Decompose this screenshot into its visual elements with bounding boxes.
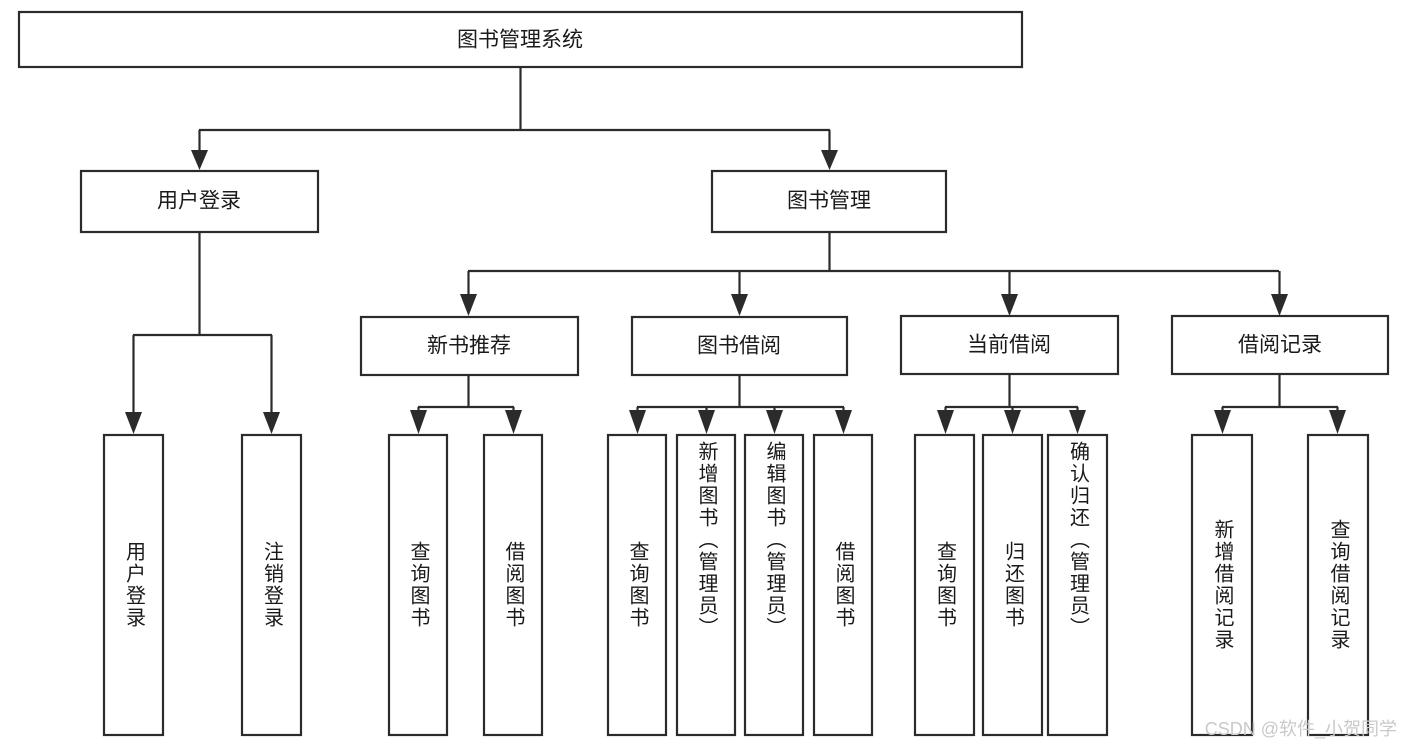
arrowhead-cb-child-0 <box>937 410 954 434</box>
leaf-box-new-book-0[interactable] <box>387 433 449 737</box>
node-book-mgmt-label: 图书管理 <box>787 190 871 213</box>
arrowhead-nb-child-0 <box>410 410 427 434</box>
connector-group-book-mgmt <box>460 232 1288 316</box>
leaf-box-book-borrow-2[interactable] <box>743 433 805 737</box>
connector-group-borrow-record <box>1214 374 1346 434</box>
leaf-box-book-borrow-1[interactable] <box>675 433 737 737</box>
connector-group-user-login <box>125 232 280 434</box>
leaf-box-current-borrow-0[interactable] <box>913 433 976 737</box>
arrowhead-user-login <box>191 150 208 170</box>
node-borrow-record-label: 借阅记录 <box>1238 334 1322 357</box>
leaf-box-borrow-record-1[interactable] <box>1306 433 1370 737</box>
node-user-login-label: 用户登录 <box>157 190 241 213</box>
node-new-book-label: 新书推荐 <box>427 335 511 358</box>
arrowhead-bm-child-1 <box>731 294 748 316</box>
leaf-box-current-borrow-1[interactable] <box>981 433 1044 737</box>
arrowhead-cb-child-1 <box>1004 410 1021 434</box>
connector-group-new-book <box>410 375 522 434</box>
node-current-borrow-box[interactable] <box>899 314 1120 376</box>
connector-group-current-borrow <box>937 374 1086 434</box>
arrowhead-bm-child-3 <box>1271 294 1288 316</box>
node-book-borrow-box[interactable] <box>630 315 849 377</box>
leaf-box-current-borrow-2[interactable] <box>1046 433 1109 737</box>
node-root-label: 图书管理系统 <box>457 29 583 52</box>
leaf-box-book-borrow-0[interactable] <box>606 433 668 737</box>
arrowhead-ul-child-0 <box>125 412 142 434</box>
leaf-box-new-book-1[interactable] <box>482 433 544 737</box>
node-user-login-box[interactable] <box>79 169 320 234</box>
arrowhead-br-child-1 <box>1329 410 1346 434</box>
watermark-text: CSDN @软件_小贺同学 <box>1204 719 1397 739</box>
leaf-box-book-borrow-3[interactable] <box>812 433 874 737</box>
arrowhead-nb-child-1 <box>505 410 522 434</box>
arrowhead-bm-child-2 <box>1001 294 1018 316</box>
arrowhead-br-child-0 <box>1214 410 1231 434</box>
arrowhead-cb-child-2 <box>1069 410 1086 434</box>
node-current-borrow-label: 当前借阅 <box>967 334 1051 357</box>
leaf-box-user-login-0[interactable] <box>102 433 165 737</box>
leaf-box-borrow-record-0[interactable] <box>1190 433 1254 737</box>
arrowhead-bb-child-0 <box>629 410 646 434</box>
node-book-mgmt-box[interactable] <box>710 169 948 234</box>
arrowhead-bb-child-1 <box>698 410 715 434</box>
arrowhead-ul-child-1 <box>263 412 280 434</box>
leaf-box-user-login-1[interactable] <box>240 433 303 737</box>
node-book-borrow-label: 图书借阅 <box>697 335 781 358</box>
arrowhead-bb-child-3 <box>835 410 852 434</box>
arrowhead-bb-child-2 <box>766 410 783 434</box>
connector-group-book-borrow <box>629 375 852 434</box>
node-root-box[interactable] <box>17 10 1024 69</box>
connector-group-root <box>191 67 838 170</box>
node-new-book-box[interactable] <box>359 315 580 377</box>
arrowhead-book-mgmt <box>821 150 838 170</box>
node-borrow-record-box[interactable] <box>1170 314 1390 376</box>
arrowhead-bm-child-0 <box>460 294 477 316</box>
